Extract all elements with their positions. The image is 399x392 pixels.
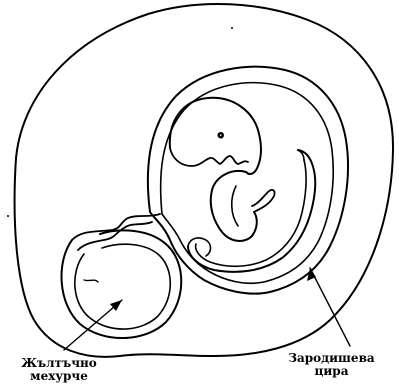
embryo-eye bbox=[219, 133, 223, 137]
umbilical-band-outer bbox=[188, 150, 315, 272]
tail-curl bbox=[188, 238, 211, 256]
embryo-spine bbox=[232, 186, 238, 226]
yolk-stalk-upper bbox=[72, 214, 160, 240]
embryo-body bbox=[211, 171, 257, 241]
yolk-sac-outer bbox=[62, 230, 182, 338]
yolk-sac-notch bbox=[84, 280, 98, 282]
embryo-label-line2: цира bbox=[264, 365, 399, 378]
yolk-sac-inner bbox=[75, 244, 170, 329]
embryo-face bbox=[170, 148, 248, 166]
yolk-sac-label: Жълтъчно мехурче bbox=[4, 357, 114, 383]
speck-mark bbox=[7, 215, 9, 217]
embryo-label: Зародишева цира bbox=[264, 352, 399, 378]
yolk-sac-label-line2: мехурче bbox=[4, 370, 114, 383]
outer-sac-outline bbox=[15, 4, 393, 357]
embryo-pointer-line bbox=[310, 268, 350, 346]
speck-mark bbox=[231, 27, 233, 29]
limb-bud bbox=[252, 190, 275, 212]
